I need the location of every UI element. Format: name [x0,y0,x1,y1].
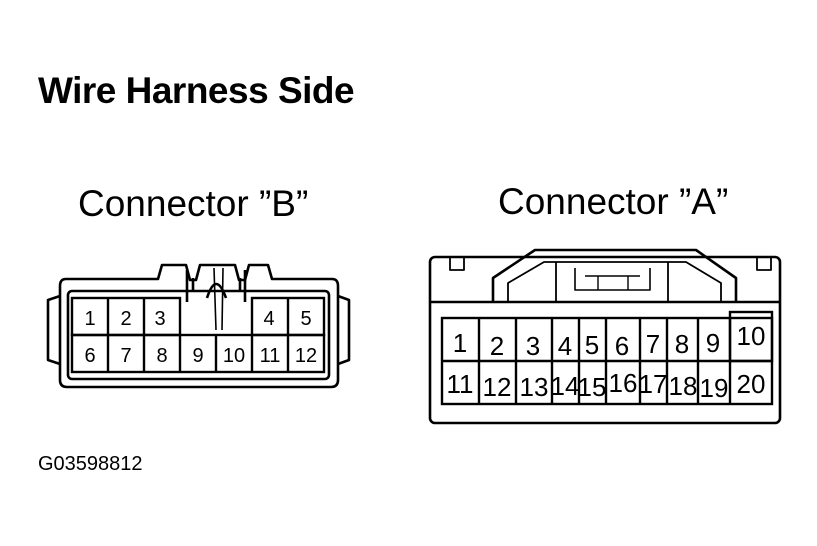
connector-b-pin-grid [70,296,326,374]
connector-a-pin: 9 [706,328,720,358]
connector-b-pin: 1 [84,308,95,330]
connector-a-pin: 1 [453,328,467,358]
connector-a-label: Connector ”A” [498,181,729,222]
connector-a-pin: 18 [669,371,698,401]
connector-a-pin: 15 [578,372,607,402]
connector-b-pin: 9 [192,345,203,367]
connector-b-pin-labels: 1 2 3 4 5 6 7 8 9 10 11 12 [84,308,317,367]
connector-a-housing [428,248,782,425]
figure-id: G03598812 [38,453,143,475]
connector-a-pin: 20 [737,369,766,399]
connector-a-pin: 6 [615,331,629,361]
connector-a-pin: 17 [639,369,668,399]
page-title: Wire Harness Side [38,70,355,111]
connector-b-pin: 3 [154,308,165,330]
connector-a-pin: 11 [447,369,474,399]
connector-a-pin: 8 [675,329,689,359]
connector-b-label: Connector ”B” [78,183,309,224]
connector-a-pin: 7 [646,329,660,359]
connector-a-pin: 3 [526,331,540,361]
connector-a-pin: 2 [490,331,504,361]
connector-b-pin: 12 [295,345,317,367]
connector-b-pin: 5 [300,308,311,330]
connector-b-pin: 10 [223,345,245,367]
connector-a-pin: 19 [700,373,729,403]
connector-a-pin: 16 [609,368,638,398]
connector-a-pin: 10 [737,321,766,351]
connector-b-pin: 2 [120,308,131,330]
connector-a-pin: 5 [585,330,599,360]
connector-b-pin: 7 [120,345,131,367]
connector-a-pin-labels: 1 2 3 4 5 6 7 8 9 10 11 12 13 14 15 16 1… [447,321,766,403]
connector-a-pin: 4 [558,331,572,361]
connector-b-housing [46,263,351,389]
connector-a-pin-grid [440,310,774,406]
connector-b-pin: 6 [84,345,95,367]
connector-b-pin: 4 [263,308,274,330]
connector-a-pin: 13 [520,372,549,402]
connector-b-pin: 11 [260,345,281,367]
connector-a-pin: 12 [483,372,512,402]
connector-b-pin: 8 [156,345,167,367]
connector-a-pin: 14 [551,371,580,401]
